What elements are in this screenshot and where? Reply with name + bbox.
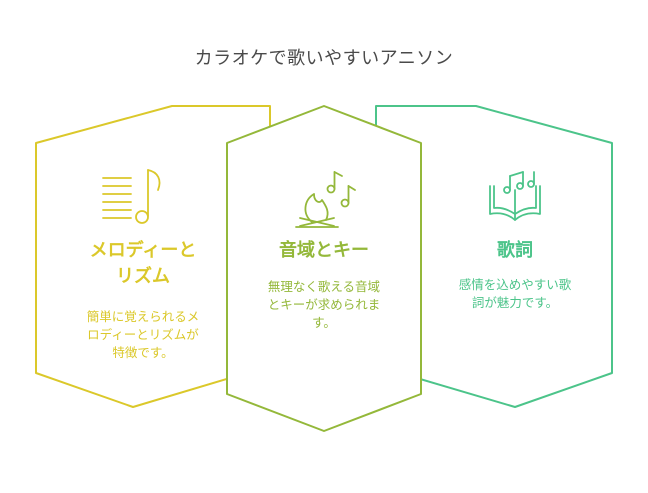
- card-2-desc-line-1: 無理なく歌える音域: [267, 279, 381, 294]
- card-1-title-line-2: リズム: [116, 266, 170, 287]
- card-2-desc-line-3: す。: [312, 315, 336, 330]
- card-2-text: 音域とキー 無理なく歌える音域 とキーが求められま す。: [233, 238, 415, 332]
- card-1-desc-line-1: 簡単に覚えられるメ: [86, 309, 200, 324]
- card-2-desc-line-2: とキーが求められま: [267, 297, 381, 312]
- card-3-text: 歌詞 感情を込めやすい歌 詞が魅力です。: [420, 238, 610, 312]
- card-1-desc-line-2: ロディーとリズムが: [87, 327, 199, 342]
- card-3-desc-line-1: 感情を込めやすい歌: [458, 277, 572, 292]
- card-2-shape: [226, 105, 422, 432]
- campfire-music-icon: [295, 171, 356, 228]
- card-1-text: メロディーと リズム 簡単に覚えられるメ ロディーとリズムが 特徴です。: [46, 238, 240, 362]
- card-1-desc-line-3: 特徴です。: [112, 345, 174, 360]
- card-3-title-line-1: 歌詞: [497, 240, 533, 261]
- card-3-desc-line-2: 詞が魅力です。: [471, 295, 559, 310]
- card-2-title-line-1: 音域とキー: [279, 240, 369, 261]
- diagram-title: カラオケで歌いやすいアニソン: [194, 48, 454, 69]
- card-1-title-line-1: メロディーと: [89, 240, 197, 261]
- songbook-icon: [489, 171, 541, 221]
- music-note-lines-icon: [102, 169, 161, 224]
